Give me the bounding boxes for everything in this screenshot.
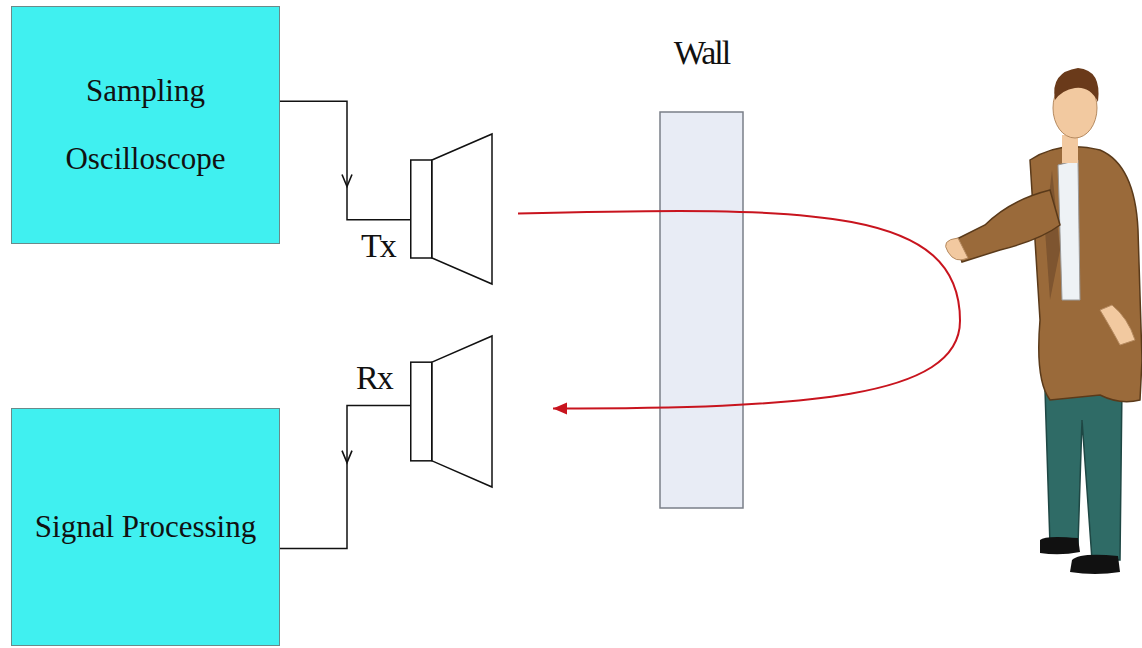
box-label: Signal Processing: [31, 493, 261, 561]
part-label: Wall: [674, 34, 729, 72]
horn-antenna: [410, 335, 493, 488]
rx-antenna: Rx: [410, 335, 493, 488]
part-label: Rx: [356, 359, 392, 397]
horn-antenna: [410, 133, 493, 285]
person-figure: [946, 68, 1142, 574]
arrow-head: [553, 402, 567, 414]
box-label: Sampling Oscilloscope: [31, 57, 261, 193]
wall: Wall: [660, 112, 743, 508]
wall-panel: [660, 112, 743, 508]
part-label: Tx: [361, 227, 395, 265]
processing-box: Signal Processing: [11, 408, 280, 646]
arrow-head: [342, 451, 352, 463]
arrow-head: [342, 174, 352, 186]
signal-wire: [280, 405, 410, 548]
signal-path: [518, 211, 960, 409]
tx-antenna: Tx: [410, 133, 493, 285]
instrument-box: Sampling Oscilloscope: [11, 6, 280, 244]
signal-wire: [280, 101, 410, 219]
